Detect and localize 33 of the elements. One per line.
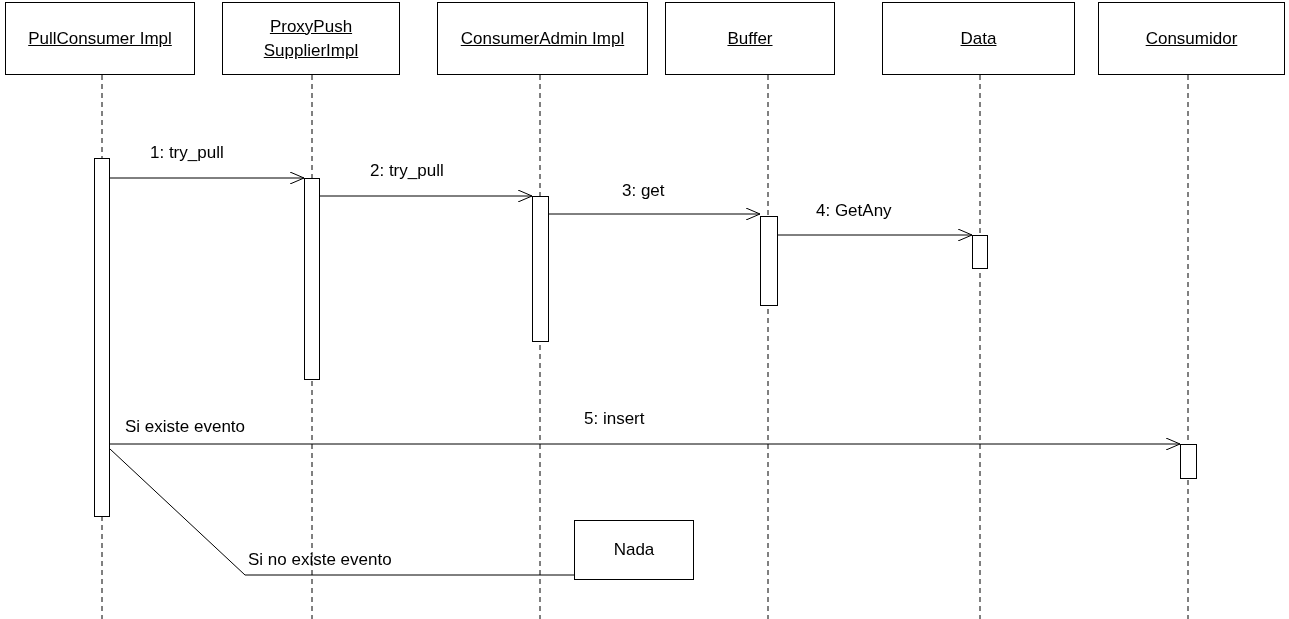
object-name: ProxyPush SupplierImpl <box>262 15 360 62</box>
message-label: 5: insert <box>584 409 645 429</box>
message-label: 2: try_pull <box>370 161 444 181</box>
message-arrow <box>548 207 761 221</box>
object-name: Consumidor <box>1145 27 1238 50</box>
activation-bar <box>94 158 110 517</box>
message-arrow <box>109 437 1181 451</box>
lifeline-head-box <box>665 2 835 75</box>
lifeline-head-box <box>437 2 648 75</box>
message-label: 3: get <box>622 181 665 201</box>
object-name: PullConsumer Impl <box>28 27 172 50</box>
message-label: 4: GetAny <box>816 201 892 221</box>
object-name: Buffer <box>727 27 773 50</box>
activation-bar <box>532 196 549 342</box>
lifeline-head-box <box>1098 2 1285 75</box>
message-arrow <box>109 171 305 185</box>
note-box <box>574 520 694 580</box>
connector-line <box>109 448 575 576</box>
activation-bar <box>760 216 778 306</box>
activation-bar <box>304 178 320 380</box>
message-label: Si no existe evento <box>248 550 392 570</box>
guard-label: Si existe evento <box>125 417 245 437</box>
message-arrow <box>777 228 973 242</box>
object-name: Data <box>960 27 997 50</box>
object-name: ConsumerAdmin Impl <box>460 27 625 50</box>
lifeline-head-box <box>882 2 1075 75</box>
activation-bar <box>1180 444 1197 479</box>
message-label: 1: try_pull <box>150 143 224 163</box>
lifeline-head-box <box>5 2 195 75</box>
box-text: Nada <box>613 540 655 560</box>
activation-bar <box>972 235 988 269</box>
lifeline-head-box <box>222 2 400 75</box>
message-arrow <box>319 189 533 203</box>
